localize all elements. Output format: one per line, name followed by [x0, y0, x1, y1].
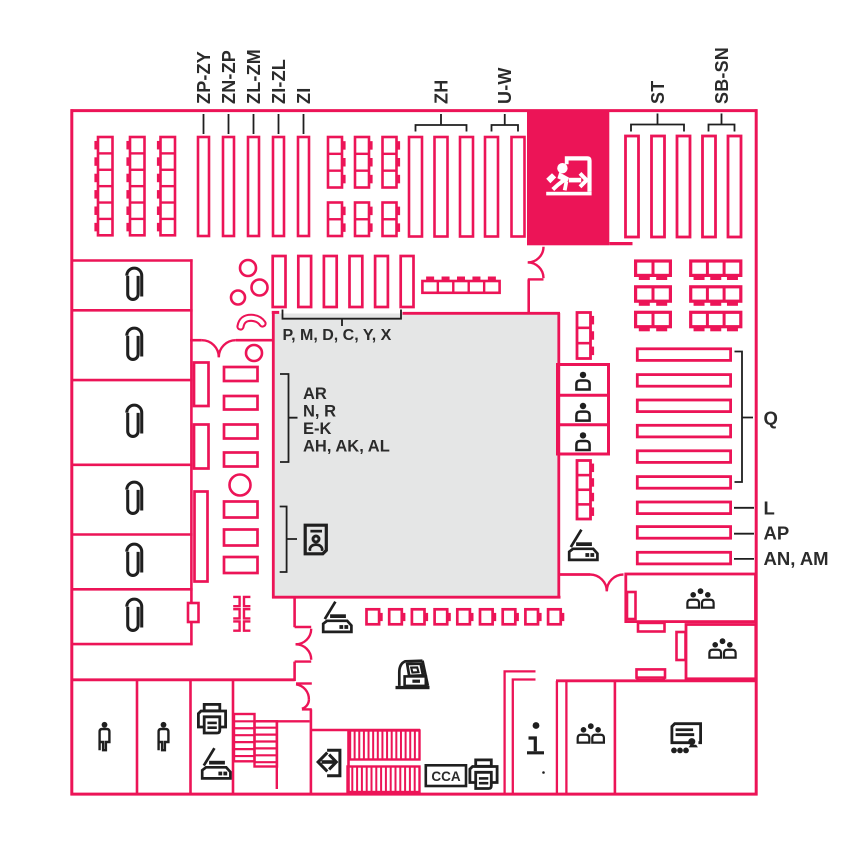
svg-text:SB-SN: SB-SN	[712, 47, 732, 104]
svg-text:AN, AM: AN, AM	[764, 548, 829, 569]
svg-text:Q: Q	[764, 408, 778, 429]
svg-text:E-K: E-K	[303, 420, 332, 438]
svg-text:CCA: CCA	[431, 769, 460, 784]
svg-text:ZL-ZM: ZL-ZM	[244, 49, 264, 104]
svg-text:ZI: ZI	[294, 88, 314, 104]
svg-text:L: L	[764, 498, 775, 519]
svg-text:U-W: U-W	[495, 67, 515, 104]
svg-text:ZP-ZY: ZP-ZY	[194, 51, 214, 104]
svg-text:AR: AR	[303, 385, 327, 403]
svg-text:ZH: ZH	[431, 80, 451, 104]
svg-text:AH, AK, AL: AH, AK, AL	[303, 438, 390, 456]
svg-text:P, M, D, C, Y, X: P, M, D, C, Y, X	[283, 327, 392, 344]
svg-text:AP: AP	[764, 523, 790, 544]
svg-text:N, R: N, R	[303, 403, 336, 421]
svg-text:ZI-ZL: ZI-ZL	[269, 59, 289, 104]
svg-text:ZN-ZP: ZN-ZP	[219, 50, 239, 104]
svg-text:ST: ST	[648, 81, 668, 104]
